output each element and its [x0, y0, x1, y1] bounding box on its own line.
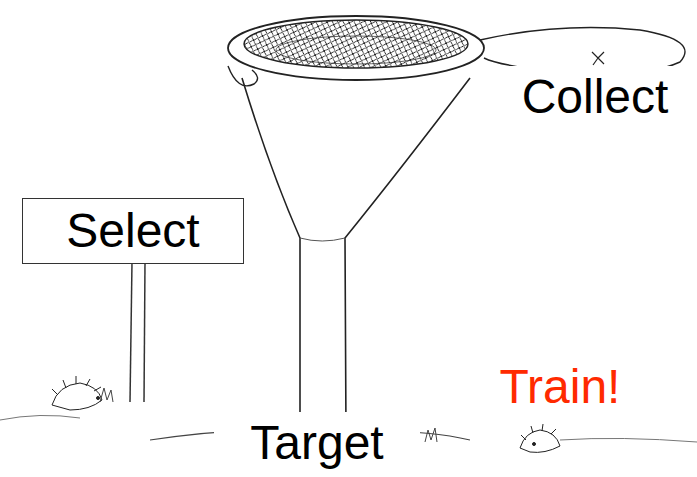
label-box: Train!: [455, 356, 665, 418]
sign-board: Select: [22, 198, 244, 264]
sign-text: Select: [66, 205, 199, 258]
funnel-outline: [242, 78, 300, 432]
hedgehog: [520, 424, 560, 452]
sieve-mesh: [276, 36, 436, 64]
stage-label: Target: [250, 417, 383, 470]
sieve-mesh: [244, 20, 468, 68]
label-box: Target: [214, 412, 420, 474]
stage-label: Train!: [500, 361, 621, 414]
sieve-rim: [228, 16, 484, 80]
hedgehog: [52, 376, 102, 410]
funnel-outline: [300, 238, 345, 241]
grass: [425, 428, 437, 442]
label-box: Collect: [500, 66, 690, 128]
sign-post: [144, 262, 145, 402]
ground-line: [0, 415, 80, 420]
funnel-outline: [345, 78, 470, 432]
ground-line: [560, 438, 697, 442]
grass: [100, 388, 113, 402]
sieve-handle: [228, 66, 258, 86]
stage-label: Collect: [522, 71, 669, 124]
sign-post: [130, 262, 132, 402]
handle-bow: [592, 52, 604, 65]
